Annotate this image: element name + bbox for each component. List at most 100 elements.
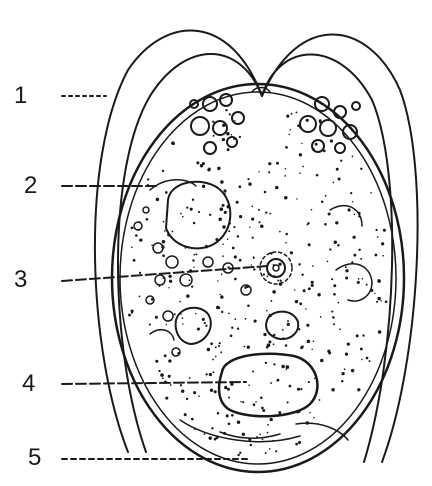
stipple-dot	[248, 384, 250, 386]
stipple-dot	[249, 227, 251, 229]
stipple-dot	[352, 201, 353, 202]
stipple-dot	[135, 234, 138, 237]
stipple-dot	[179, 301, 181, 303]
stipple-dot	[231, 134, 233, 136]
stipple-dot	[222, 138, 225, 141]
stipple-dot	[255, 401, 257, 403]
stipple-dot	[312, 148, 315, 151]
stipple-dot	[158, 285, 160, 287]
stipple-dot	[267, 432, 269, 434]
stipple-dot	[263, 333, 266, 336]
label-1: 1	[14, 84, 27, 108]
stipple-dot	[131, 247, 133, 249]
stipple-dot	[193, 267, 194, 268]
stipple-dot	[357, 388, 360, 391]
stipple-dot	[369, 360, 371, 362]
stipple-dot	[331, 278, 333, 280]
stipple-dot	[164, 354, 167, 357]
stipple-dot	[168, 359, 171, 362]
stipple-dot	[227, 238, 229, 240]
stipple-dot	[234, 255, 237, 258]
stipple-dot	[339, 328, 341, 330]
label-2: 2	[24, 174, 37, 198]
stipple-dot	[180, 384, 182, 386]
stipple-dot	[248, 182, 251, 185]
stipple-dot	[279, 231, 281, 233]
stipple-dot	[194, 428, 196, 430]
stipple-dot	[162, 254, 165, 257]
stipple-dot	[317, 293, 320, 296]
stipple-dot	[215, 356, 217, 358]
stipple-dot	[381, 242, 384, 245]
stipple-dot	[172, 142, 175, 145]
stipple-dot	[307, 222, 309, 224]
stipple-dot	[352, 156, 354, 158]
stipple-dot	[375, 254, 378, 257]
stipple-dot	[333, 293, 336, 296]
stipple-dot	[253, 268, 255, 270]
stipple-dot	[315, 143, 318, 146]
stipple-dot	[193, 391, 196, 394]
stipple-dot	[220, 351, 222, 353]
stipple-dot	[258, 209, 260, 211]
stipple-dot	[168, 287, 169, 288]
stipple-dot	[331, 388, 335, 392]
stipple-dot	[202, 185, 205, 188]
stipple-dot	[360, 258, 362, 260]
stipple-dot	[253, 403, 256, 406]
stipple-dot	[155, 316, 158, 319]
stipple-dot	[248, 438, 251, 441]
stipple-dot	[291, 113, 293, 115]
stipple-dot	[269, 213, 271, 215]
stipple-dot	[347, 342, 350, 345]
stipple-dot	[224, 386, 227, 389]
stipple-dot	[131, 227, 134, 230]
stipple-dot	[162, 277, 164, 279]
stipple-dot	[219, 342, 221, 344]
stipple-dot	[191, 418, 194, 421]
stipple-dot	[196, 161, 199, 164]
stipple-dot	[270, 382, 272, 384]
stipple-dot	[287, 413, 289, 415]
stipple-dot	[216, 436, 219, 439]
stipple-dot	[361, 359, 363, 361]
stipple-dot	[366, 284, 368, 286]
stipple-dot	[226, 132, 229, 135]
stipple-dot	[209, 373, 212, 376]
stipple-dot	[252, 237, 254, 239]
stipple-dot	[234, 278, 237, 281]
stipple-dot	[228, 423, 231, 426]
stipple-dot	[362, 278, 364, 280]
stipple-dot	[313, 341, 315, 343]
stipple-dot	[227, 388, 230, 391]
stipple-dot	[262, 439, 264, 441]
stipple-dot	[212, 371, 214, 373]
stipple-dot	[186, 398, 188, 400]
stipple-dot	[238, 185, 241, 188]
stipple-dot	[180, 213, 182, 215]
stipple-dot	[270, 418, 273, 421]
stipple-dot	[244, 346, 246, 348]
stipple-dot	[308, 243, 311, 246]
stipple-dot	[174, 313, 176, 315]
stipple-dot	[269, 448, 271, 450]
stipple-dot	[240, 401, 242, 403]
stipple-dot	[222, 255, 224, 257]
stipple-dot	[252, 371, 254, 373]
stipple-dot	[278, 263, 281, 266]
stipple-dot	[250, 444, 252, 446]
stipple-dot	[267, 275, 269, 277]
stipple-dot	[220, 207, 224, 211]
stipple-dot	[280, 280, 282, 282]
inner-integument	[118, 54, 392, 462]
stipple-dot	[223, 189, 226, 192]
stipple-dot	[251, 206, 253, 208]
stipple-dot	[186, 206, 188, 208]
stipple-dot	[220, 294, 222, 296]
stipple-dot	[298, 328, 300, 330]
stipple-dot	[272, 440, 274, 442]
stipple-dot	[377, 297, 380, 300]
stipple-dot	[225, 109, 227, 111]
stipple-dot	[133, 259, 136, 262]
stipple-dot	[286, 369, 287, 370]
